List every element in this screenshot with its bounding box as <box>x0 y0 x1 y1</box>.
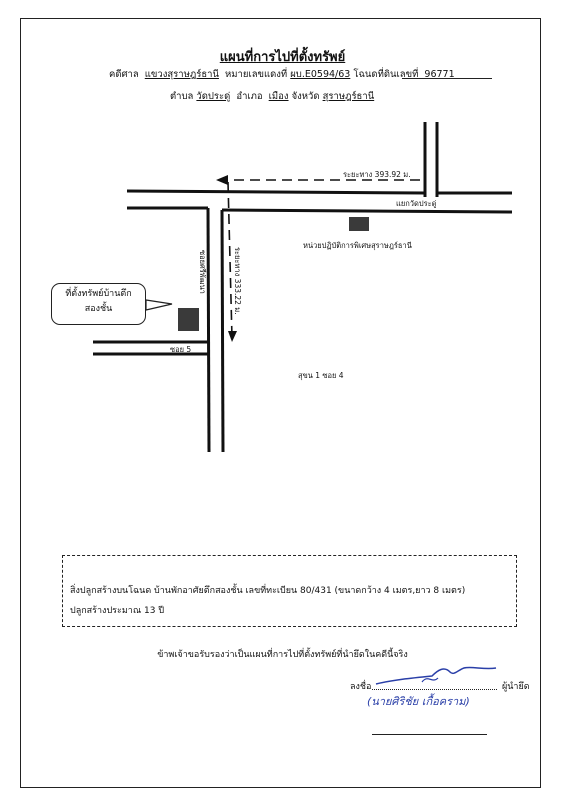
deed-underline <box>402 78 492 79</box>
main-road-bottom-right <box>221 208 513 214</box>
location-line: ตำบล วัดประดู่ อำเภอ เมือง จังหวัด สุราษ… <box>170 89 374 104</box>
bubble-pointer <box>145 299 173 311</box>
court-name: แขวงสุราษฎร์ธานี <box>144 69 219 80</box>
building-note-box <box>62 555 517 627</box>
route-path <box>227 179 420 339</box>
property-label-line1: ที่ตั้งทรัพย์บ้านตึก <box>65 289 132 299</box>
second-sign-line <box>372 734 487 735</box>
property-building-icon <box>178 308 199 331</box>
tambon-label: ตำบล <box>170 91 194 102</box>
distance-side-label: ระยะทาง 333.22 ม. <box>233 247 242 315</box>
junction-label: แยกวัดประดู่ <box>396 199 437 208</box>
roads <box>93 122 513 453</box>
note-line1: สิ่งปลูกสร้างบนโฉนด บ้านพักอาศัยตึกสองชั… <box>70 586 466 596</box>
landmark-building-icon <box>349 217 369 231</box>
landmark-label: หน่วยปฏิบัติการพิเศษสุราษฎร์ธานี <box>303 241 412 250</box>
property-callout: ที่ตั้งทรัพย์บ้านตึก สองชั้น <box>51 283 146 325</box>
side-road-right <box>220 209 225 453</box>
signature-scrawl <box>375 666 497 685</box>
province: สุราษฎร์ธานี <box>322 91 375 102</box>
sign-label: ลงชื่อ <box>350 682 372 692</box>
deed-label: โฉนดที่ดินเลขที่ <box>353 69 419 80</box>
side-road-left <box>206 207 211 453</box>
deed-no: 96771 <box>424 69 455 80</box>
tambon: วัดประดู่ <box>196 91 231 102</box>
sign-line <box>372 689 497 690</box>
arrow-down-icon <box>228 331 237 342</box>
route-segment-down <box>227 181 233 339</box>
main-road-top-left <box>126 189 426 195</box>
page-title: แผนที่การไปที่ตั้งทรัพย์ <box>219 50 346 65</box>
note-line2: ปลูกสร้างประมาณ 13 ปี <box>70 606 165 616</box>
arrow-left-icon <box>216 175 228 185</box>
amphoe: เมือง <box>268 91 289 102</box>
property-label-line2: สองชั้น <box>84 304 113 314</box>
signer-name: (นายศิริชัย เกื้อคราม) <box>367 695 470 708</box>
amphoe-label: อำเภอ <box>236 91 263 102</box>
soi5-label: ซอย 5 <box>170 345 192 354</box>
road-vertical-label: ซอยศรีพัฒนา <box>198 250 207 294</box>
soi-other-label: สุขน 1 ซอย 4 <box>298 371 344 380</box>
black-no-label: หมายเลขแดงที่ <box>225 69 288 80</box>
signer-role: ผู้นำยึด <box>502 682 530 692</box>
distance-top-label: ระยะทาง 393.92 ม. <box>343 170 411 179</box>
certify-text: ข้าพเจ้าขอรับรองว่าเป็นแผนที่การไปที่ตั้… <box>157 650 408 660</box>
case-line: คดีศาล แขวงสุราษฎร์ธานี หมายเลขแดงที่ ผบ… <box>109 67 455 82</box>
case-label: คดีศาล <box>109 69 139 80</box>
black-no: ผบ.E0594/63 <box>290 69 351 80</box>
province-label: จังหวัด <box>291 91 320 102</box>
page-border <box>20 18 541 788</box>
